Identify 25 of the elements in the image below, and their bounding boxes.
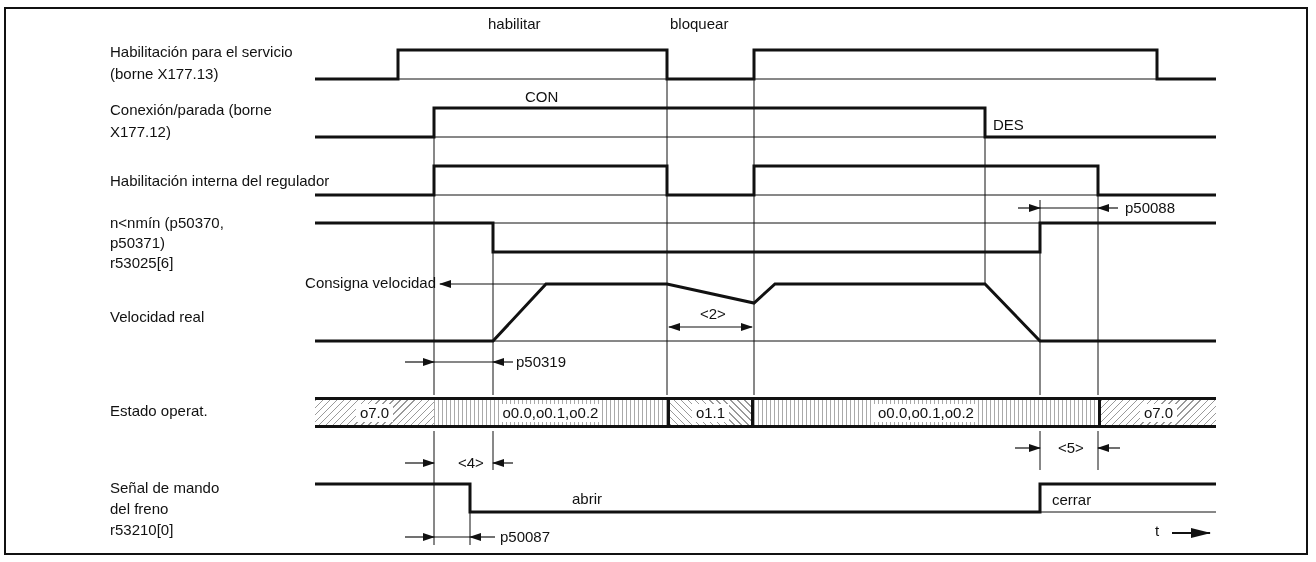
- level-label: habilitar: [488, 14, 541, 34]
- signal-name: Señal de mando del freno r53210[0]: [110, 478, 221, 540]
- state-code: o7.0: [355, 403, 394, 422]
- level-label: CON: [525, 87, 559, 107]
- level-label: abrir: [572, 489, 602, 509]
- parameter-label: p50087: [500, 527, 551, 547]
- signal-name: Conexión/parada (borne X177.12): [110, 100, 273, 142]
- signal-name: Habilitación interna del regulador: [110, 171, 330, 191]
- signal-name: Estado operat.: [110, 401, 208, 421]
- level-label: bloquear: [670, 14, 729, 34]
- note-number: <4>: [458, 453, 484, 473]
- note-number: <2>: [700, 304, 726, 324]
- level-label: DES: [993, 115, 1024, 135]
- signal-name: Consigna velocidad: [304, 273, 436, 293]
- signal-name: Habilitación para el servicio (borne X177.13): [110, 42, 294, 84]
- axis-label: t: [1155, 521, 1160, 541]
- signal-name: Velocidad real: [110, 307, 205, 327]
- state-code: o0.0,o0.1,o0.2: [874, 403, 978, 422]
- parameter-label: p50088: [1125, 198, 1176, 218]
- state-code: o7.0: [1139, 403, 1178, 422]
- state-code: o1.1: [691, 403, 730, 422]
- parameter-label: p50319: [516, 352, 567, 372]
- signal-name: n<nmín (p50370, p50371) r53025[6]: [110, 213, 225, 273]
- note-number: <5>: [1058, 438, 1084, 458]
- level-label: cerrar: [1052, 490, 1092, 510]
